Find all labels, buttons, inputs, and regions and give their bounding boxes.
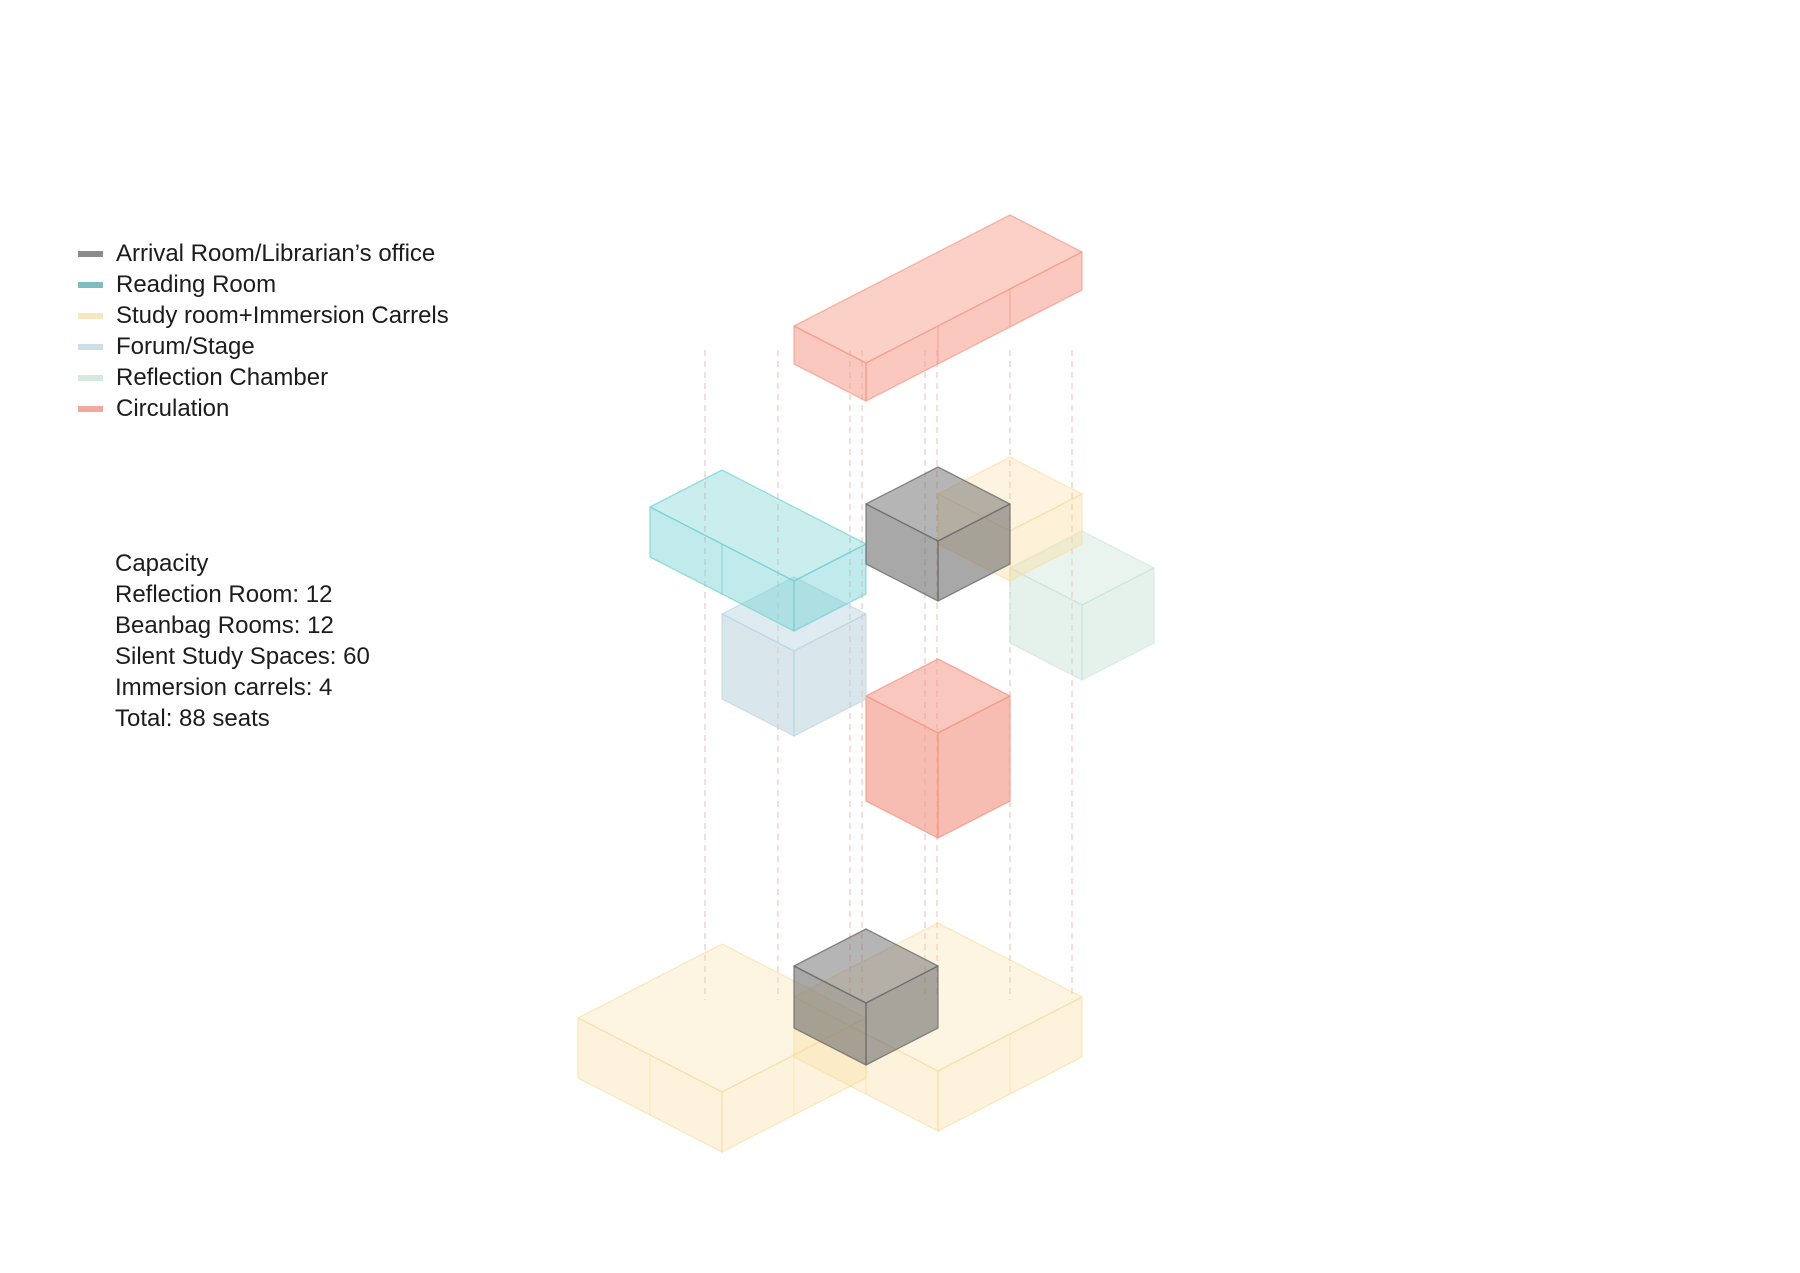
capacity-line: Reflection Room: 12 [115, 581, 333, 608]
circulation-volume [793, 214, 1083, 402]
legend-item-forum-stage: Forum/Stage [78, 331, 449, 362]
reading-volume [649, 469, 867, 632]
legend-item-reflection-chamber: Reflection Chamber [78, 362, 449, 393]
circulation-volume [865, 658, 1011, 839]
legend-label: Reading Room [116, 271, 277, 298]
legend-item-study-room: Study room+Immersion Carrels [78, 300, 449, 331]
legend-label: Study room+Immersion Carrels [116, 302, 449, 329]
legend-swatch-study-room [78, 312, 103, 319]
legend-label: Circulation [116, 395, 230, 422]
capacity-line: Total: 88 seats [115, 705, 270, 732]
capacity-line: Silent Study Spaces: 60 [115, 643, 370, 670]
legend-swatch-reading-room [78, 281, 103, 288]
program-volumes [577, 214, 1155, 1153]
legend-swatch-forum-stage [78, 343, 103, 350]
capacity-block: Capacity Reflection Room: 12 Beanbag Roo… [115, 548, 370, 734]
legend-swatch-arrival-room [78, 250, 103, 257]
reflection-volume [1009, 530, 1155, 681]
legend-swatch-reflection-chamber [78, 374, 103, 381]
legend-label: Forum/Stage [116, 333, 255, 360]
legend-label: Arrival Room/Librarian’s office [116, 240, 436, 267]
legend-item-circulation: Circulation [78, 393, 449, 424]
capacity-line: Immersion carrels: 4 [115, 674, 333, 701]
legend: Arrival Room/Librarian’s office Reading … [78, 238, 449, 424]
capacity-title: Capacity [115, 550, 209, 577]
legend-label: Reflection Chamber [116, 364, 329, 391]
legend-swatch-circulation [78, 405, 103, 412]
arrival-volume [865, 466, 1011, 602]
legend-item-arrival-room: Arrival Room/Librarian’s office [78, 238, 449, 269]
arrival-volume [793, 928, 939, 1066]
capacity-line: Beanbag Rooms: 12 [115, 612, 334, 639]
legend-item-reading-room: Reading Room [78, 269, 449, 300]
